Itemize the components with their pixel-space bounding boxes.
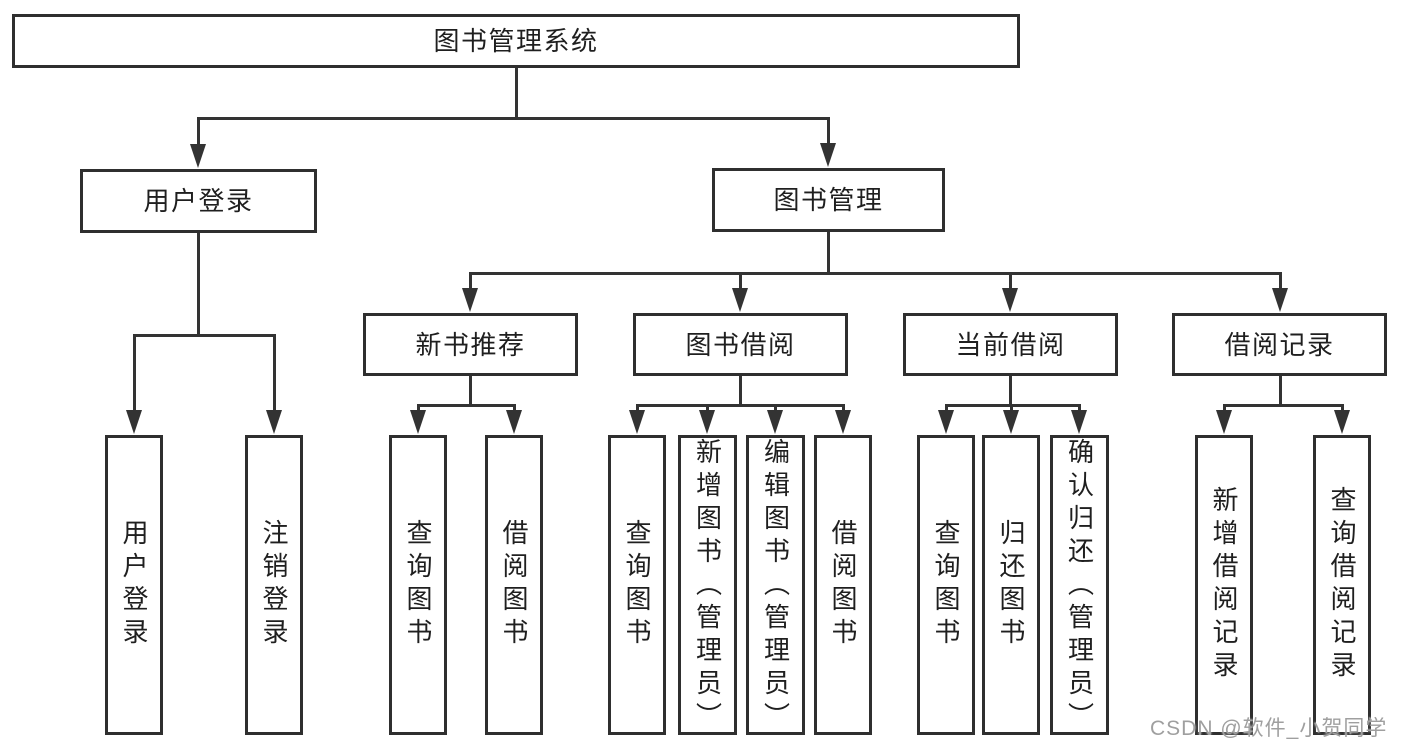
arrow-down-icon-borrow-records-to-leaves-1 bbox=[1334, 410, 1350, 434]
node-leaf-query-borrow-rec: 查询借阅记录 bbox=[1313, 435, 1371, 735]
arrow-down-icon-book-mgmt-to-level3-2 bbox=[1002, 288, 1018, 312]
arrow-down-icon-book-mgmt-to-level3-0 bbox=[462, 288, 478, 312]
node-label-leaf-add-borrow-rec: 新增借阅记录 bbox=[1209, 486, 1239, 684]
connector-drop-user-login-to-leaves bbox=[196, 233, 200, 335]
node-label-leaf-query-book-current: 查询图书 bbox=[931, 519, 961, 651]
node-label-leaf-return-book: 归还图书 bbox=[996, 519, 1026, 651]
csdn-watermark: CSDN @软件_小贺同学 bbox=[1150, 717, 1388, 740]
node-leaf-return-book: 归还图书 bbox=[982, 435, 1040, 735]
node-user-login-group: 用户登录 bbox=[80, 169, 317, 233]
arrow-down-icon-new-book-rec-to-leaves-1 bbox=[506, 410, 522, 434]
node-new-book-rec: 新书推荐 bbox=[363, 313, 578, 376]
connector-arrow-line-book-mgmt-to-level3-2 bbox=[1008, 273, 1012, 294]
node-leaf-edit-book-admin: 编辑图书（管理员） bbox=[746, 435, 805, 735]
connector-drop-borrow-records-to-leaves bbox=[1278, 376, 1282, 405]
node-label-leaf-borrow-book-2: 借阅图书 bbox=[828, 519, 858, 651]
node-leaf-confirm-return: 确认归还（管理员） bbox=[1050, 435, 1109, 735]
node-label-leaf-logout: 注销登录 bbox=[259, 519, 289, 651]
connector-drop-book-borrow-to-leaves bbox=[738, 376, 742, 405]
node-label-leaf-user-login: 用户登录 bbox=[119, 519, 149, 651]
connector-drop-current-borrow-to-leaves bbox=[1008, 376, 1012, 405]
connector-arrow-line-book-mgmt-to-level3-3 bbox=[1278, 273, 1282, 294]
node-label-leaf-edit-book-admin: 编辑图书（管理员） bbox=[760, 438, 791, 735]
arrow-down-icon-book-borrow-to-leaves-0 bbox=[629, 410, 645, 434]
connector-bar-book-borrow-to-leaves bbox=[635, 403, 845, 407]
arrow-down-icon-root-to-level2-0 bbox=[190, 144, 206, 168]
node-current-borrow: 当前借阅 bbox=[903, 313, 1118, 376]
connector-bar-borrow-records-to-leaves bbox=[1222, 403, 1344, 407]
arrow-down-icon-current-borrow-to-leaves-1 bbox=[1003, 410, 1019, 434]
connector-bar-user-login-to-leaves bbox=[132, 333, 276, 337]
node-book-borrow: 图书借阅 bbox=[633, 313, 848, 376]
arrow-down-icon-book-borrow-to-leaves-3 bbox=[835, 410, 851, 434]
node-label-root: 图书管理系统 bbox=[433, 26, 599, 56]
arrow-down-icon-book-borrow-to-leaves-2 bbox=[767, 410, 783, 434]
connector-bar-new-book-rec-to-leaves bbox=[416, 403, 516, 407]
arrow-down-icon-borrow-records-to-leaves-0 bbox=[1216, 410, 1232, 434]
node-borrow-records: 借阅记录 bbox=[1172, 313, 1387, 376]
node-label-new-book-rec: 新书推荐 bbox=[415, 329, 526, 360]
connector-arrow-line-book-mgmt-to-level3-1 bbox=[738, 273, 742, 294]
connector-arrow-line-user-login-to-leaves-1 bbox=[272, 335, 276, 416]
connector-bar-root-to-level2 bbox=[196, 116, 830, 120]
node-label-book-mgmt-group: 图书管理 bbox=[773, 185, 884, 215]
node-label-leaf-confirm-return: 确认归还（管理员） bbox=[1064, 438, 1095, 735]
node-label-borrow-records: 借阅记录 bbox=[1224, 329, 1335, 360]
connector-bar-book-mgmt-to-level3 bbox=[468, 271, 1282, 275]
node-label-leaf-query-borrow-rec: 查询借阅记录 bbox=[1327, 486, 1357, 684]
connector-arrow-line-user-login-to-leaves-0 bbox=[132, 335, 136, 416]
node-leaf-logout: 注销登录 bbox=[245, 435, 303, 735]
arrow-down-icon-book-mgmt-to-level3-1 bbox=[732, 288, 748, 312]
node-label-leaf-query-book-rec: 查询图书 bbox=[403, 519, 433, 651]
connector-arrow-line-book-mgmt-to-level3-0 bbox=[468, 273, 472, 294]
node-leaf-query-book-current: 查询图书 bbox=[917, 435, 975, 735]
node-leaf-query-book-rec: 查询图书 bbox=[389, 435, 447, 735]
node-label-leaf-query-book-borrow: 查询图书 bbox=[622, 519, 652, 651]
arrow-down-icon-current-borrow-to-leaves-0 bbox=[938, 410, 954, 434]
node-label-current-borrow: 当前借阅 bbox=[955, 329, 1066, 360]
connector-drop-book-mgmt-to-level3 bbox=[826, 232, 830, 273]
arrow-down-icon-current-borrow-to-leaves-2 bbox=[1071, 410, 1087, 434]
arrow-down-icon-user-login-to-leaves-1 bbox=[266, 410, 282, 434]
node-label-leaf-borrow-book-rec: 借阅图书 bbox=[499, 519, 529, 651]
connector-bar-current-borrow-to-leaves bbox=[944, 403, 1081, 407]
connector-arrow-line-root-to-level2-0 bbox=[196, 118, 200, 150]
node-leaf-add-borrow-rec: 新增借阅记录 bbox=[1195, 435, 1253, 735]
node-leaf-query-book-borrow: 查询图书 bbox=[608, 435, 666, 735]
arrow-down-icon-user-login-to-leaves-0 bbox=[126, 410, 142, 434]
node-root: 图书管理系统 bbox=[12, 14, 1020, 68]
arrow-down-icon-book-borrow-to-leaves-1 bbox=[699, 410, 715, 434]
node-leaf-borrow-book-2: 借阅图书 bbox=[814, 435, 872, 735]
node-leaf-add-book-admin: 新增图书（管理员） bbox=[678, 435, 737, 735]
node-label-leaf-add-book-admin: 新增图书（管理员） bbox=[692, 438, 723, 735]
connector-drop-root-to-level2 bbox=[514, 68, 518, 118]
arrow-down-icon-book-mgmt-to-level3-3 bbox=[1272, 288, 1288, 312]
node-book-mgmt-group: 图书管理 bbox=[712, 168, 945, 232]
node-leaf-borrow-book-rec: 借阅图书 bbox=[485, 435, 543, 735]
node-label-user-login-group: 用户登录 bbox=[143, 186, 254, 216]
node-leaf-user-login: 用户登录 bbox=[105, 435, 163, 735]
arrow-down-icon-root-to-level2-1 bbox=[820, 143, 836, 167]
node-label-book-borrow: 图书借阅 bbox=[685, 329, 796, 360]
connector-arrow-line-root-to-level2-1 bbox=[826, 118, 830, 149]
connector-drop-new-book-rec-to-leaves bbox=[468, 376, 472, 405]
arrow-down-icon-new-book-rec-to-leaves-0 bbox=[410, 410, 426, 434]
